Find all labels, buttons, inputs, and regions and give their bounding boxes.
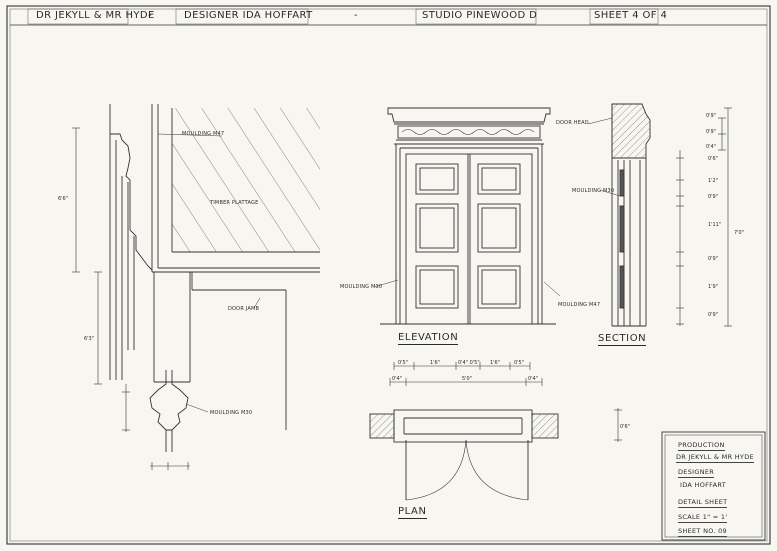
dim-plan: 0'5" — [514, 360, 525, 366]
dim-section: 1'9" — [708, 284, 719, 290]
header-production: Dr JEKYLL & Mr HYDE — [36, 10, 155, 21]
view-title-elevation: ELEVATION — [398, 332, 459, 345]
title-block-designer-value: IDA HOFFART — [680, 481, 726, 489]
dim-section: 0'9" — [706, 129, 717, 135]
label-moulding-m47: MOULDING M47 — [182, 131, 225, 137]
dim-section: 1'2" — [708, 178, 719, 184]
dim-plan: 0'4" — [392, 376, 403, 382]
label-moulding-m30-elevation: MOULDING M30 — [340, 284, 383, 290]
label-timber-plattage: TIMBER PLATTAGE — [210, 200, 259, 206]
label-moulding-m47-elevation: MOULDING M47 — [558, 302, 601, 308]
sheet-border — [6, 5, 771, 545]
label-moulding-m30: MOULDING M30 — [210, 410, 253, 416]
dim-left-lower: 6'3" — [84, 336, 95, 342]
cornice-detail — [72, 104, 320, 470]
label-moulding-m30-section: MOULDING M30 — [572, 188, 615, 194]
dim-section: 0'9" — [708, 256, 719, 262]
door-plan — [369, 362, 622, 501]
title-block-production-value: Dr JEKYLL & Mr HYDE — [676, 453, 754, 463]
dim-section: 1'11" — [708, 222, 722, 228]
dim-plan: 5'0" — [462, 376, 473, 382]
dim-plan: 0'4" — [528, 376, 539, 382]
dim-plan: 0'4" 0'5" — [458, 360, 480, 366]
dim-plan: 0'5" — [398, 360, 409, 366]
dim-section: 0'4" — [706, 144, 717, 150]
title-block-production-label: PRODUCTION — [678, 441, 725, 451]
dim-section: 0'9" — [708, 312, 719, 318]
title-block-sheet-no: SHEET No. 09 — [678, 527, 727, 537]
header-separator: - — [148, 10, 152, 21]
view-title-section: SECTION — [598, 333, 647, 346]
header-sheet: SHEET 4 OF 4 — [594, 10, 668, 21]
dim-section: 0'6" — [708, 156, 719, 162]
label-door-head: DOOR HEAD — [556, 120, 589, 126]
title-block-detail: DETAIL SHEET — [678, 498, 728, 508]
label-door-jamb: DOOR JAMB — [228, 306, 260, 312]
dim-left-upper: 6'6" — [58, 196, 69, 202]
dim-plan-side: 0'6" — [620, 424, 631, 430]
view-title-plan: PLAN — [398, 506, 427, 519]
title-block-designer-label: DESIGNER — [678, 468, 715, 478]
dim-section-total: 7'0" — [734, 230, 745, 236]
dim-section: 0'9" — [706, 113, 717, 119]
title-block-scale: SCALE 1" = 1' — [678, 513, 728, 523]
dim-section: 0'9" — [708, 194, 719, 200]
title-block-frame — [661, 431, 766, 541]
dim-plan: 1'6" — [430, 360, 441, 366]
header-separator: - — [354, 10, 358, 21]
header-designer: DESIGNER IDA HOFFART — [184, 10, 313, 21]
dim-plan: 1'6" — [490, 360, 501, 366]
door-elevation — [373, 107, 561, 325]
header-studio: STUDIO PINEWOOD D — [422, 10, 538, 21]
door-section — [587, 103, 732, 327]
